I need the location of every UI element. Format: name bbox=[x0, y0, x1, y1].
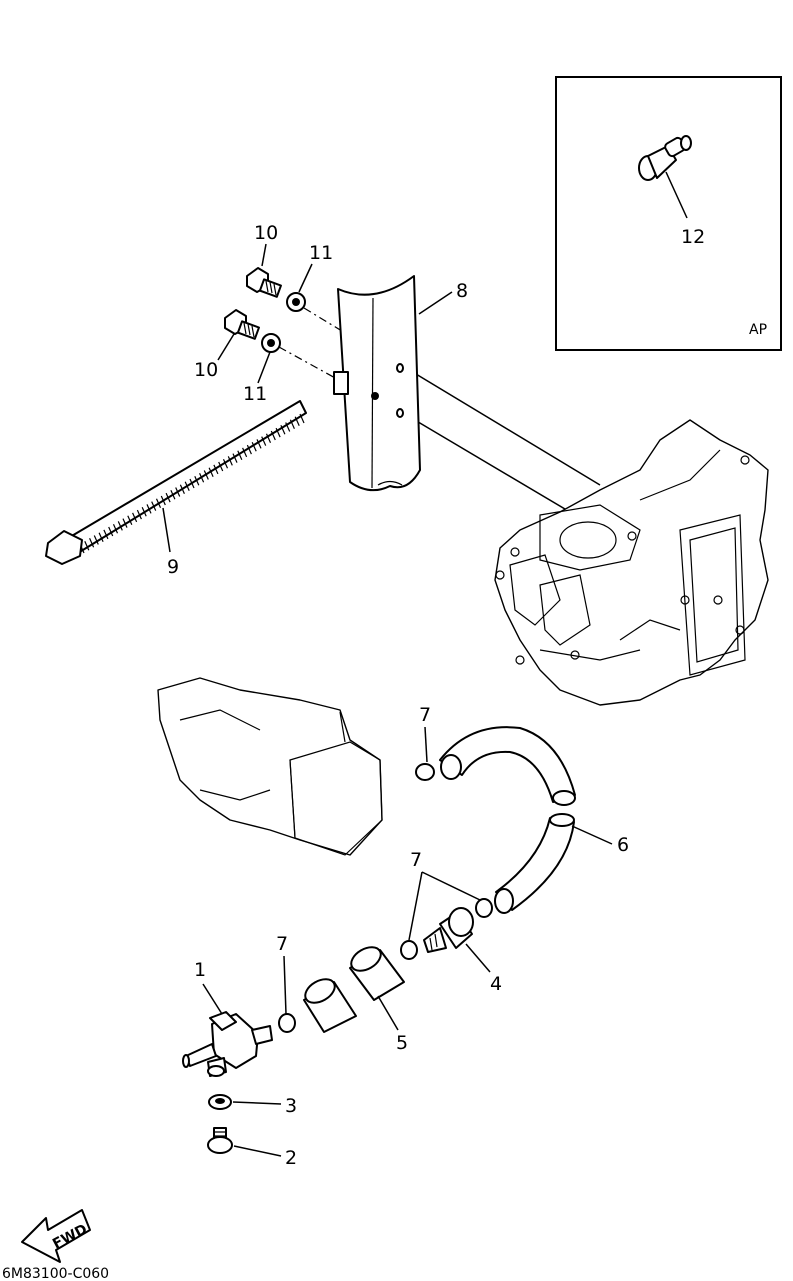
part-11-washer-upper bbox=[286, 292, 306, 312]
part-6-hose bbox=[439, 726, 576, 914]
part-7-clip-top bbox=[415, 763, 435, 781]
part-9-cable-tie bbox=[45, 400, 307, 565]
callout-6: 6 bbox=[617, 834, 629, 856]
inset-box: 12 AP bbox=[555, 76, 782, 351]
part-10-bolt-lower bbox=[224, 309, 260, 340]
part-2-screw bbox=[207, 1127, 233, 1154]
part-3-washer bbox=[208, 1094, 232, 1110]
callout-3: 3 bbox=[285, 1095, 297, 1117]
lower-component-ghost bbox=[157, 677, 383, 856]
part-11-washer-lower bbox=[261, 333, 281, 353]
callout-1: 1 bbox=[194, 959, 206, 981]
drawing-code: 6M83100-C060 bbox=[2, 1266, 109, 1281]
callout-7b: 7 bbox=[410, 849, 422, 871]
part-10-bolt-upper bbox=[246, 267, 282, 298]
part-7-clip-lower bbox=[278, 1013, 296, 1033]
callout-11b: 11 bbox=[243, 383, 267, 405]
callout-8: 8 bbox=[456, 280, 468, 302]
callout-7a: 7 bbox=[419, 704, 431, 726]
callout-11a: 11 bbox=[309, 242, 333, 264]
part-7-clip-mid-right bbox=[475, 898, 493, 918]
part-5-hose bbox=[303, 946, 405, 1033]
callout-4: 4 bbox=[490, 973, 502, 995]
callout-9: 9 bbox=[167, 556, 179, 578]
callout-2: 2 bbox=[285, 1147, 297, 1169]
callout-7c: 7 bbox=[276, 933, 288, 955]
part-4-joint bbox=[423, 907, 474, 953]
inset-label: AP bbox=[749, 322, 767, 338]
callout-10a: 10 bbox=[254, 222, 278, 244]
part-1-fuel-cock bbox=[182, 1011, 273, 1077]
callout-12: 12 bbox=[681, 226, 705, 248]
part-12-fitting bbox=[638, 135, 692, 181]
callout-5: 5 bbox=[396, 1032, 408, 1054]
callout-10b: 10 bbox=[194, 359, 218, 381]
part-7-clip-mid-left bbox=[400, 940, 418, 960]
fwd-arrow: FWD bbox=[21, 1209, 91, 1263]
part-8-cover bbox=[333, 275, 421, 492]
engine-block-ghost bbox=[494, 419, 769, 706]
